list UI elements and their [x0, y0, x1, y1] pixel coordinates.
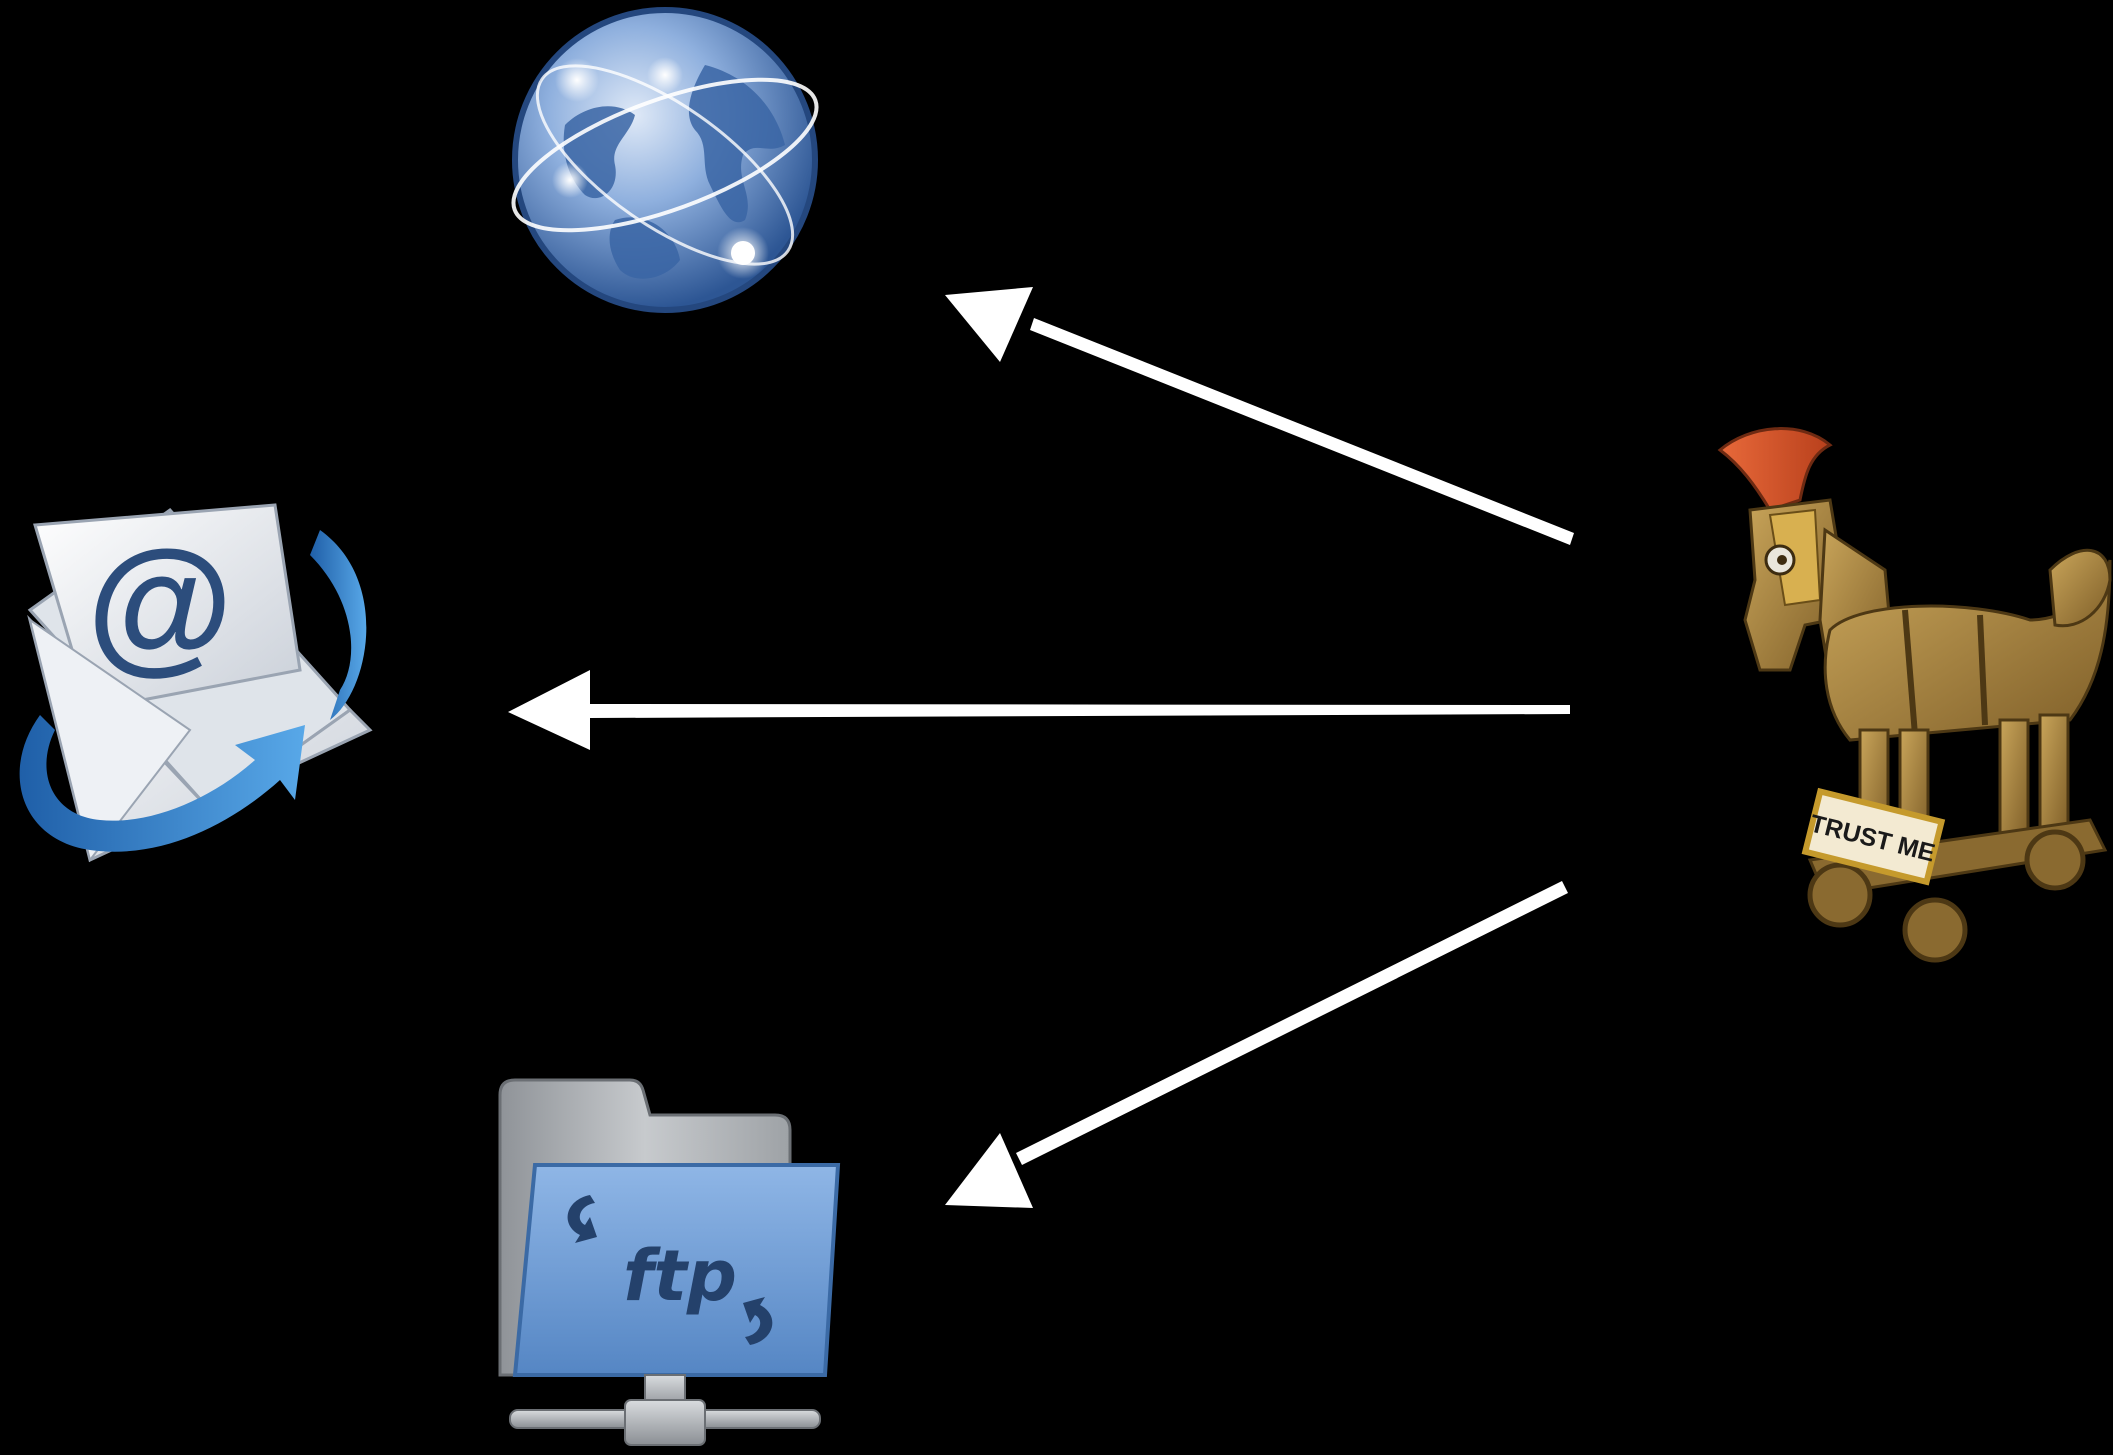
globe-icon [511, 7, 819, 313]
web-node [505, 5, 825, 325]
ftp-folder-icon: ftp [498, 1078, 841, 1446]
ftp-label: ftp [623, 1235, 737, 1317]
trojan-node: TRUST ME [1710, 420, 2113, 980]
ftp-node: ftp [495, 1075, 845, 1455]
arrow-to-email [508, 670, 1570, 750]
trojan-horse-icon: TRUST ME [1717, 427, 2112, 963]
arrow-to-web [945, 287, 1574, 545]
email-envelope-icon: @ [19, 503, 373, 863]
email-node: @ [10, 480, 380, 910]
arrow-to-ftp [945, 881, 1568, 1208]
email-at-glyph: @ [87, 519, 233, 687]
